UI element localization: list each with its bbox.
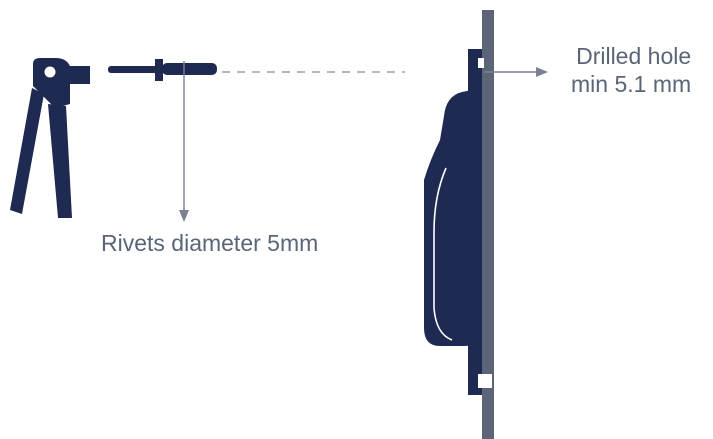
rivet-gun-hole-icon xyxy=(44,66,56,78)
drilled-hole-label-line2: min 5.1 mm xyxy=(571,71,692,97)
rivet-gun-icon xyxy=(10,58,90,218)
wall-panel xyxy=(482,10,494,439)
rivet-diameter-label: Rivets diameter 5mm xyxy=(101,230,319,256)
drilled-hole-label: Drilled hole min 5.1 mm xyxy=(571,42,691,98)
drilled-hole-label-line1: Drilled hole xyxy=(576,43,692,69)
wall-unit-icon xyxy=(424,49,492,395)
rivet-diameter-pointer xyxy=(179,61,189,222)
rivet-icon xyxy=(108,59,217,81)
drilled-hole-pointer xyxy=(484,67,548,77)
